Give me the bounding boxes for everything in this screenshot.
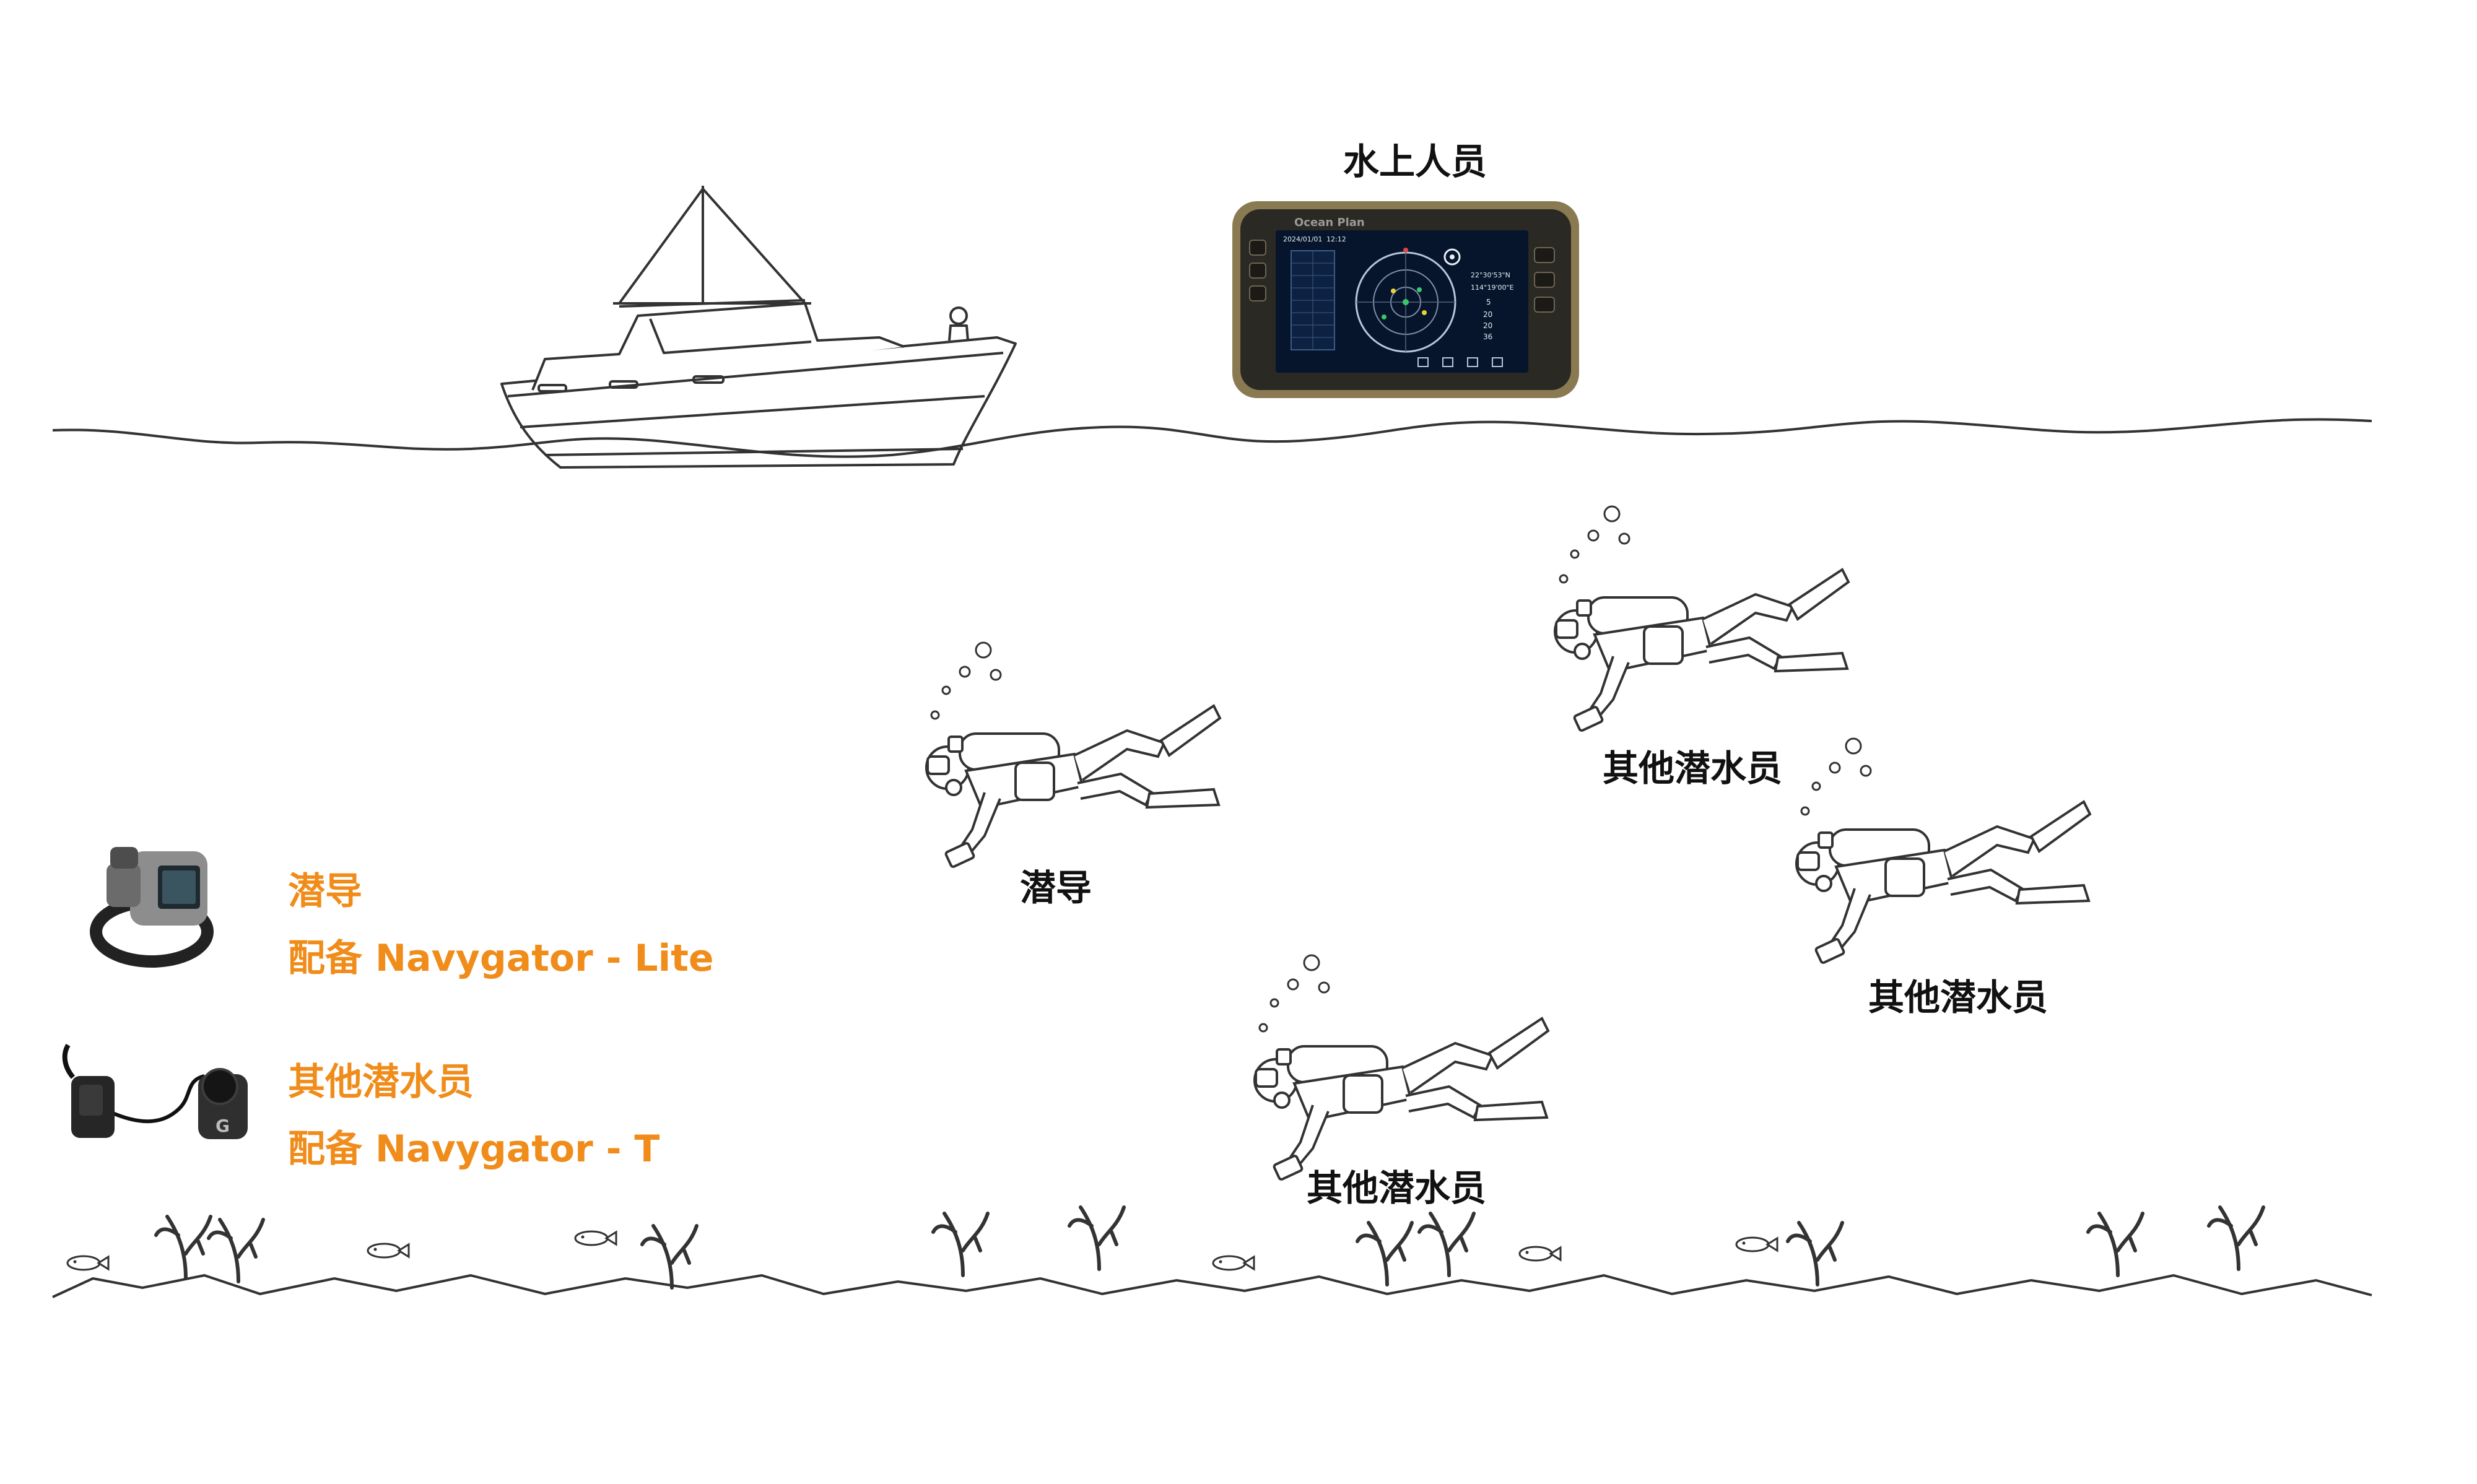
legend-guide-title: 潜导 xyxy=(288,870,362,913)
diver-other-2 xyxy=(1795,737,2091,965)
diver-other-1 xyxy=(1554,505,1850,733)
tablet-readout-2: 20 xyxy=(1483,321,1492,330)
diver-guide-label: 潜导 xyxy=(1019,867,1092,909)
diver-other-3 xyxy=(1253,954,1549,1182)
tablet-brand: Ocean Plan xyxy=(1294,216,1365,229)
tablet-latitude: 22°30'53"N xyxy=(1471,271,1510,279)
navygator-t-device: G xyxy=(62,1043,248,1139)
seabed-fish xyxy=(66,1230,1778,1271)
tablet-longitude: 114°19'00"E xyxy=(1471,284,1514,292)
tablet-count: 5 xyxy=(1486,298,1491,306)
legend-others-title: 其他潜水员 xyxy=(288,1061,474,1104)
seabed-line xyxy=(52,1274,2372,1298)
diver-other-label-1: 其他潜水员 xyxy=(1602,747,1783,789)
surface-operator-label: 水上人员 xyxy=(1343,141,1487,183)
surface-tablet-device: Ocean Plan 2024/01/01 12:12 xyxy=(1232,201,1579,398)
svg-text:G: G xyxy=(215,1116,230,1136)
boat-illustration xyxy=(500,186,1017,469)
tablet-time: 12:12 xyxy=(1326,235,1346,243)
diver-guide xyxy=(925,641,1221,869)
water-surface-line xyxy=(52,418,2372,458)
diver-other-label-3: 其他潜水员 xyxy=(1306,1167,1487,1209)
diver-other-label-2: 其他潜水员 xyxy=(1868,976,2048,1018)
legend-others-device: 配备 Navygator - T xyxy=(288,1127,660,1171)
tablet-readout-1: 20 xyxy=(1483,310,1492,319)
navygator-lite-device xyxy=(90,847,214,968)
legend-guide-device: 配备 Navygator - Lite xyxy=(288,937,714,980)
tablet-readout-3: 36 xyxy=(1483,332,1492,341)
tablet-date: 2024/01/01 xyxy=(1283,235,1322,243)
